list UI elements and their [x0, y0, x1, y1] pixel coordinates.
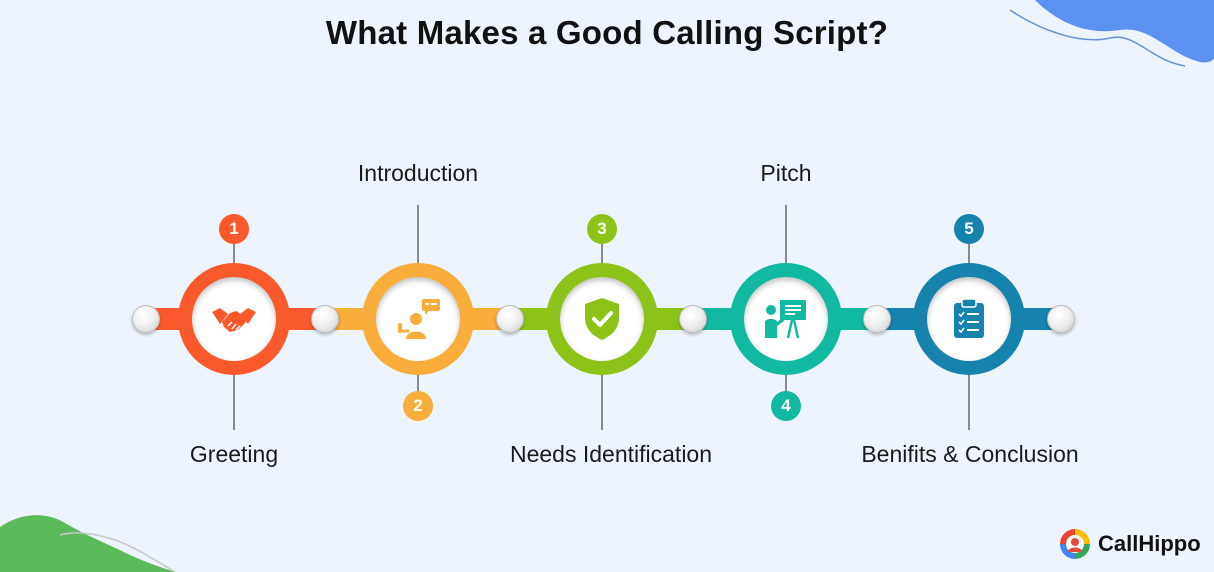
step-1-node: [178, 263, 290, 375]
brand-name: CallHippo: [1098, 531, 1201, 556]
clipboard-checklist-icon: [954, 298, 984, 338]
callhippo-logo-icon: [1060, 529, 1090, 559]
top-right-blob: [1009, 0, 1214, 67]
step-3-node: [546, 263, 658, 375]
step-4-label: Pitch: [760, 160, 812, 186]
shield-check-icon: [585, 298, 619, 340]
connector-knob-3: [679, 305, 707, 333]
step-4-line: [785, 205, 787, 263]
step-2-line: [417, 205, 419, 263]
handshake-icon: [212, 308, 256, 332]
step-5-number-badge: 5: [954, 214, 984, 244]
step-4-node: [730, 263, 842, 375]
connector-knob-2: [496, 305, 524, 333]
step-3-number-badge: 3: [587, 214, 617, 244]
step-2-node: [362, 263, 474, 375]
step-3-line: [601, 244, 603, 264]
person-speech-icon: [398, 299, 440, 339]
step-5-label: Benifits & Conclusion: [861, 441, 1079, 467]
step-5-line: [968, 244, 970, 264]
step-4-number-badge: 4: [771, 391, 801, 421]
step-1-line: [233, 244, 235, 264]
step-1-label: Greeting: [189, 441, 279, 467]
step-3-line-bottom: [601, 374, 603, 430]
step-2-line-bottom: [417, 374, 419, 392]
callhippo-logo: CallHippo: [1058, 527, 1201, 561]
step-2-number-badge: 2: [403, 391, 433, 421]
step-2-label: Introduction: [357, 160, 479, 186]
connector-knob-4: [863, 305, 891, 333]
connector-knob-0: [132, 305, 160, 333]
step-5-node: [913, 263, 1025, 375]
step-4-line-bottom: [785, 374, 787, 392]
bottom-left-blob: [0, 515, 176, 572]
step-1-number-badge: 1: [219, 214, 249, 244]
connector-knob-1: [311, 305, 339, 333]
connector-knob-5: [1047, 305, 1075, 333]
page-title: What Makes a Good Calling Script?: [325, 14, 889, 51]
step-5-line-bottom: [968, 374, 970, 430]
step-3-label: Needs Identification: [509, 441, 713, 467]
step-1-line-bottom: [233, 374, 235, 430]
presentation-icon: [765, 300, 806, 339]
